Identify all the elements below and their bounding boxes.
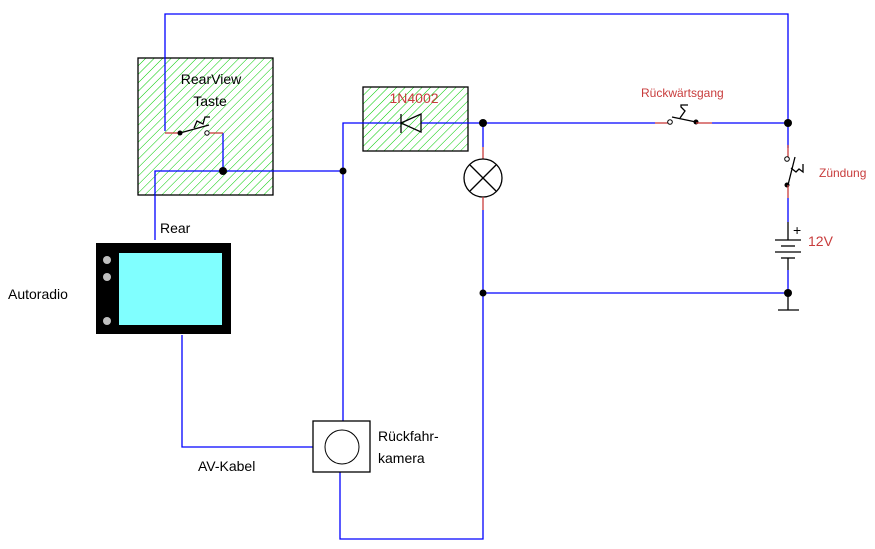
car-radio-label: Autoradio: [8, 286, 68, 302]
ignition-label: Zündung: [819, 166, 866, 180]
camera-label-1: Rückfahr-: [378, 428, 439, 444]
ignition-switch: [784, 145, 804, 198]
rearview-label-1: RearView: [181, 71, 242, 87]
diode-symbol: [399, 112, 422, 134]
car-radio: [96, 243, 231, 334]
lamp-symbol: [463, 147, 503, 210]
diode-box: [362, 86, 469, 152]
rearview-switch: [165, 116, 223, 136]
rear-label: Rear: [160, 220, 191, 236]
diode-label: 1N4002: [389, 90, 438, 106]
junction-dots: [219, 119, 792, 297]
av-cable-label: AV-Kabel: [198, 458, 255, 474]
reverse-gear-switch: [655, 104, 712, 125]
wires: [154, 13, 789, 540]
rearview-label-2: Taste: [193, 93, 227, 109]
camera-label-2: kamera: [378, 450, 425, 466]
battery-plus: +: [793, 222, 801, 238]
battery-voltage-label: 12V: [808, 233, 834, 249]
rear-camera: [312, 420, 371, 473]
reverse-gear-label: Rückwärtsgang: [641, 86, 724, 100]
